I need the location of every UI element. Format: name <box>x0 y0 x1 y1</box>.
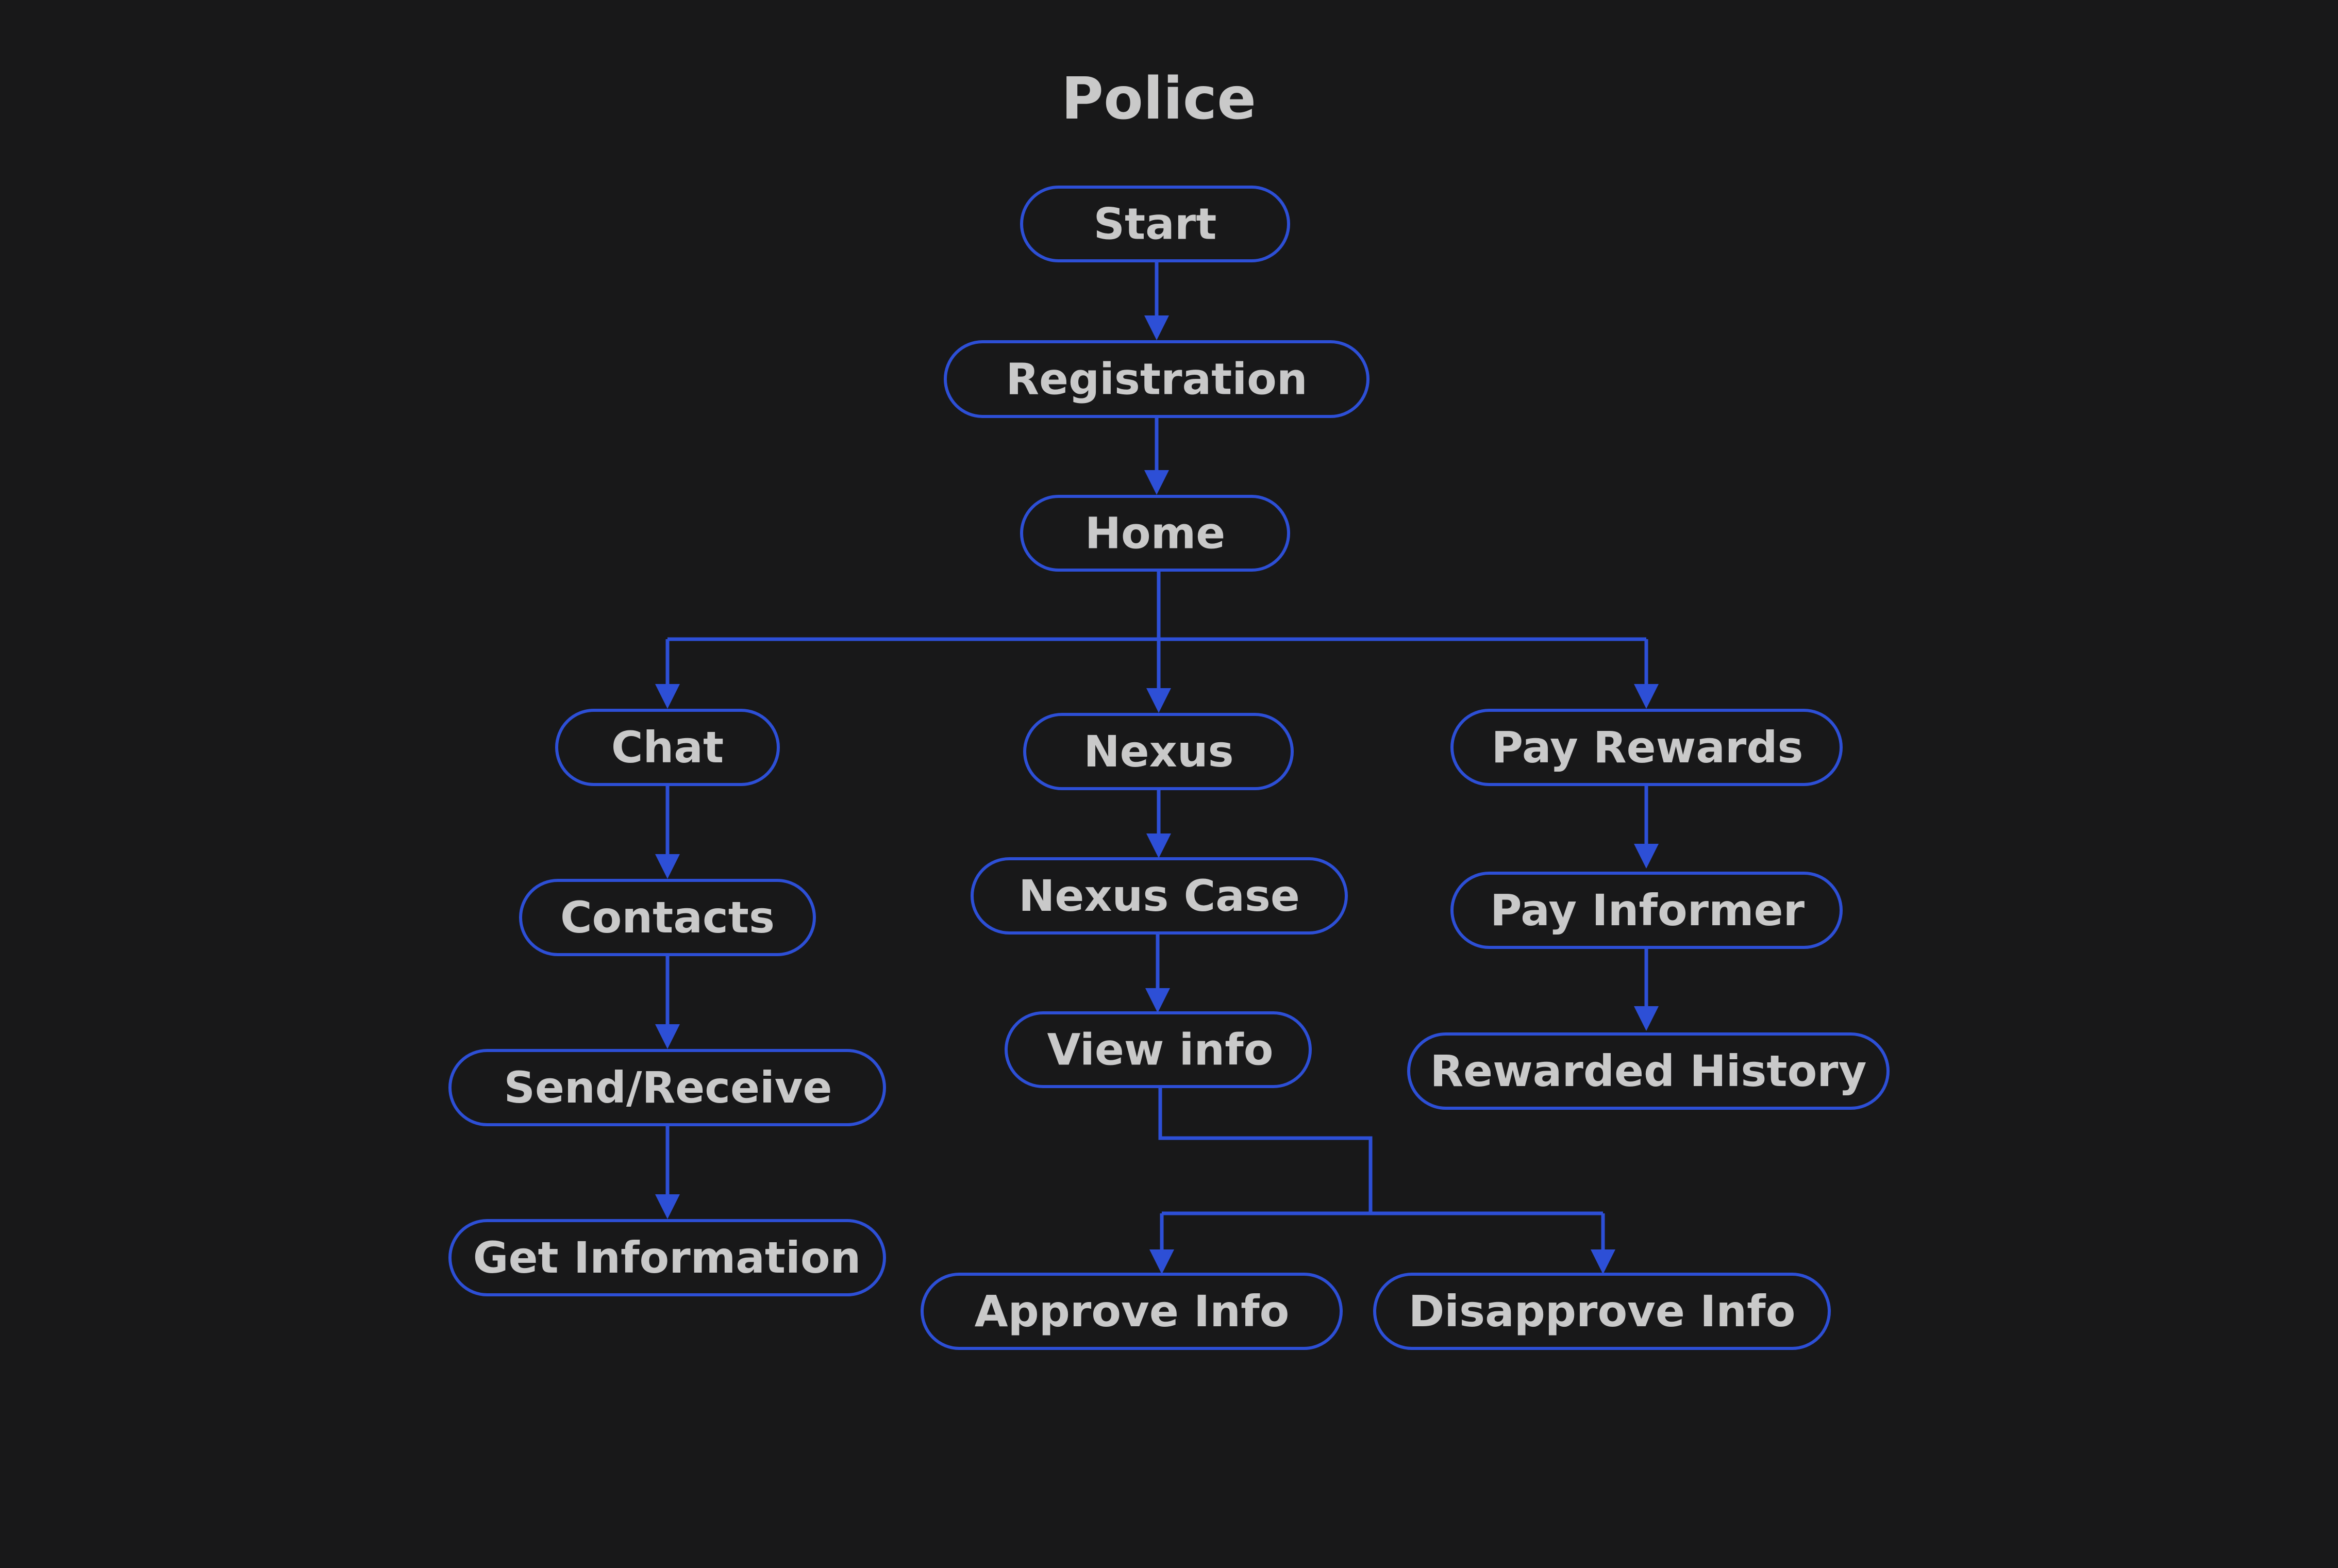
arrowhead-home-nexus <box>1146 688 1171 713</box>
diagram-title: Police <box>1061 65 1256 132</box>
node-label: Chat <box>611 722 724 773</box>
arrowhead-nexus-case-view-info <box>1145 988 1170 1013</box>
node-get-information[interactable]: Get Information <box>448 1219 886 1296</box>
arrowhead-registration-home <box>1144 470 1169 495</box>
node-nexus[interactable]: Nexus <box>1023 713 1294 790</box>
node-approve-info[interactable]: Approve Info <box>921 1273 1343 1350</box>
node-pay-rewards[interactable]: Pay Rewards <box>1450 709 1843 786</box>
arrowhead-view-info-approve <box>1149 1249 1174 1274</box>
node-send-receive[interactable]: Send/Receive <box>448 1049 886 1126</box>
node-label: Contacts <box>560 892 775 943</box>
node-chat[interactable]: Chat <box>555 709 780 786</box>
node-registration[interactable]: Registration <box>944 340 1370 418</box>
node-label: Disapprove Info <box>1409 1286 1796 1337</box>
node-label: Nexus Case <box>1018 871 1300 921</box>
node-contacts[interactable]: Contacts <box>519 879 816 956</box>
node-label: Rewarded History <box>1430 1046 1867 1096</box>
node-rewarded-history[interactable]: Rewarded History <box>1407 1032 1890 1110</box>
node-label: Home <box>1085 508 1226 559</box>
arrowhead-home-pay-rewards <box>1634 684 1659 709</box>
node-label: Send/Receive <box>504 1062 832 1113</box>
arrowhead-send-receive-get-information <box>655 1194 680 1219</box>
node-label: Get Information <box>473 1232 861 1283</box>
edge-view-info-split <box>1158 1087 1373 1213</box>
node-label: Start <box>1094 199 1217 249</box>
node-home[interactable]: Home <box>1020 495 1290 572</box>
node-label: Approve Info <box>975 1286 1290 1337</box>
node-label: View info <box>1047 1025 1274 1075</box>
node-nexus-case[interactable]: Nexus Case <box>971 857 1348 935</box>
node-pay-informer[interactable]: Pay Informer <box>1450 872 1843 949</box>
node-label: Registration <box>1006 354 1307 405</box>
edges <box>655 261 1659 1274</box>
arrowhead-start-registration <box>1144 315 1169 340</box>
nodes: Start Registration Home Chat Contacts Se… <box>448 186 1890 1350</box>
arrowhead-contacts-send-receive <box>655 1024 680 1049</box>
node-start[interactable]: Start <box>1020 186 1290 262</box>
arrowhead-pay-informer-rewarded-history <box>1634 1006 1659 1031</box>
arrowhead-pay-rewards-pay-informer <box>1634 844 1659 869</box>
arrowhead-chat-contacts <box>655 854 680 879</box>
arrowhead-nexus-nexus-case <box>1146 833 1171 858</box>
node-label: Nexus <box>1083 726 1233 777</box>
node-label: Pay Informer <box>1490 885 1805 936</box>
node-disapprove-info[interactable]: Disapprove Info <box>1373 1273 1831 1350</box>
node-view-info[interactable]: View info <box>1005 1011 1312 1088</box>
node-label: Pay Rewards <box>1492 722 1803 773</box>
arrowhead-view-info-disapprove <box>1591 1249 1615 1274</box>
arrowhead-home-chat <box>655 684 680 709</box>
